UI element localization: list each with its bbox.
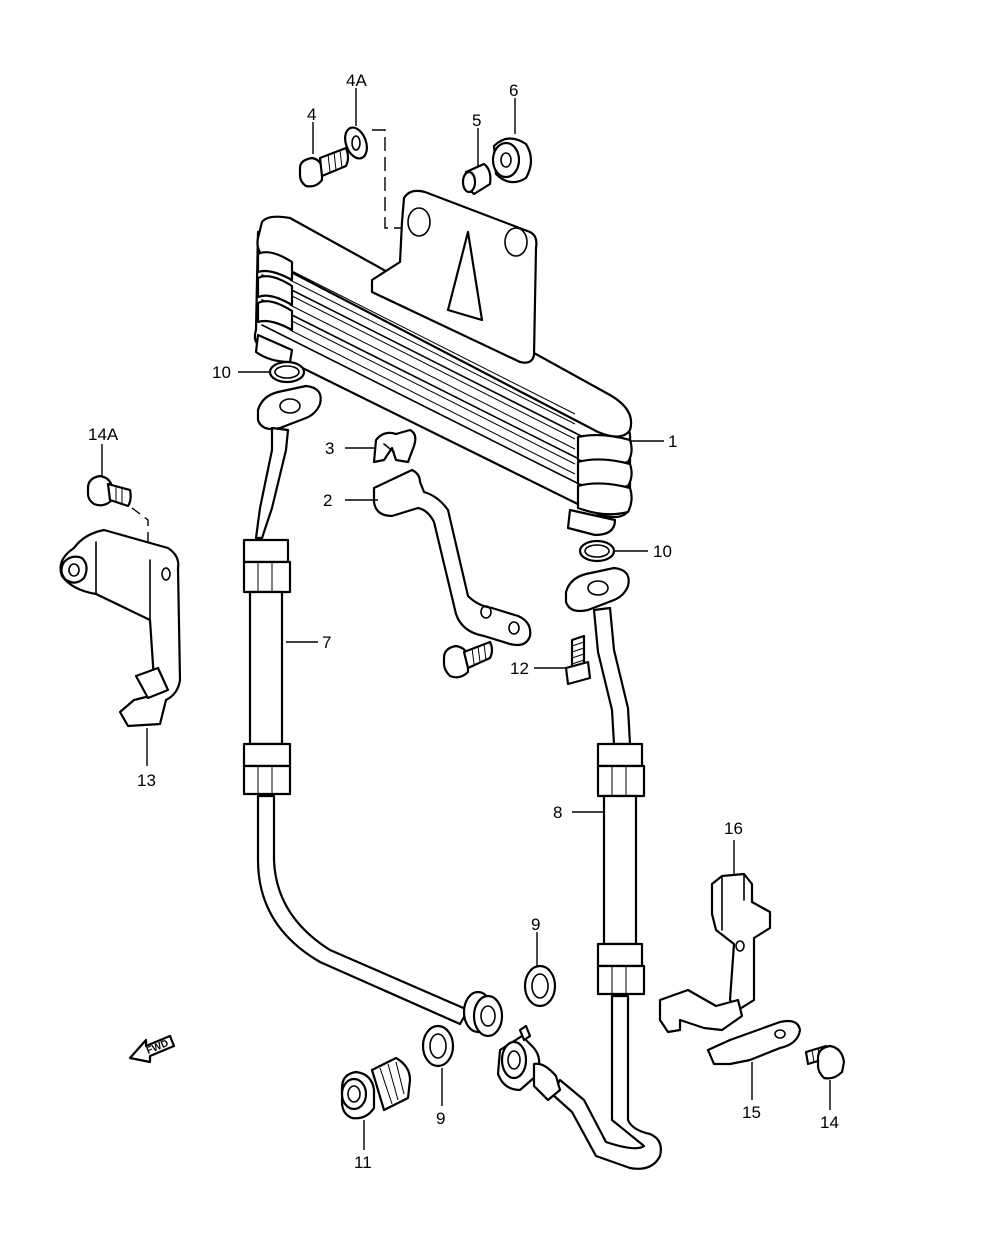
callout-4: 4 (307, 105, 316, 124)
callout-4a: 4A (346, 71, 367, 90)
callout-16: 16 (724, 819, 743, 838)
callout-10-lower: 10 (653, 542, 672, 561)
bracket-part-2 (372, 468, 532, 647)
callout-14: 14 (820, 1113, 839, 1132)
clamp-part-3 (372, 428, 417, 464)
callout-13: 13 (137, 771, 156, 790)
bracket-part-15 (658, 988, 802, 1066)
callout-leaders (101, 88, 831, 1150)
callout-10-upper: 10 (212, 363, 231, 382)
oil-hose-part-8 (496, 566, 662, 1170)
collar-part-5 (461, 162, 492, 196)
callout-5: 5 (472, 111, 481, 130)
callout-7: 7 (322, 633, 331, 652)
callout-12: 12 (510, 659, 529, 678)
callout-11: 11 (354, 1153, 372, 1172)
washer-part-4a (344, 126, 368, 160)
bolt-part-12 (564, 634, 592, 686)
callout-9-left: 9 (436, 1109, 445, 1128)
callout-9-right: 9 (531, 915, 540, 934)
union-bolt-part-11 (340, 1056, 412, 1120)
callout-3: 3 (325, 439, 334, 458)
o-ring-part-10-upper (268, 360, 306, 384)
callout-1: 1 (668, 432, 677, 451)
o-ring-part-10-lower (578, 539, 616, 563)
callout-14a: 14A (88, 425, 119, 444)
bolt-part-14 (804, 1044, 846, 1080)
bracket-part-16 (710, 872, 772, 1012)
washer-part-9-left (421, 1024, 455, 1068)
callout-8: 8 (553, 803, 562, 822)
forward-direction-arrow: FWD (128, 1034, 176, 1064)
callout-labels: 1 2 3 4 4A 5 6 7 8 9 9 10 10 11 12 13 14… (88, 71, 839, 1172)
washer-part-9-right (523, 964, 557, 1008)
grommet-part-6 (491, 137, 533, 184)
bracket-part-13 (59, 528, 182, 728)
callout-2: 2 (323, 491, 332, 510)
cooler-fins (289, 269, 576, 475)
oil-cooler-part-1 (253, 189, 633, 537)
bolt-part-14a (86, 474, 132, 508)
callout-15: 15 (742, 1103, 761, 1122)
oil-hose-part-7 (242, 384, 504, 1038)
callout-6: 6 (509, 81, 518, 100)
bolt-bracket-2 (442, 640, 494, 679)
bolt-part-4 (298, 146, 350, 188)
